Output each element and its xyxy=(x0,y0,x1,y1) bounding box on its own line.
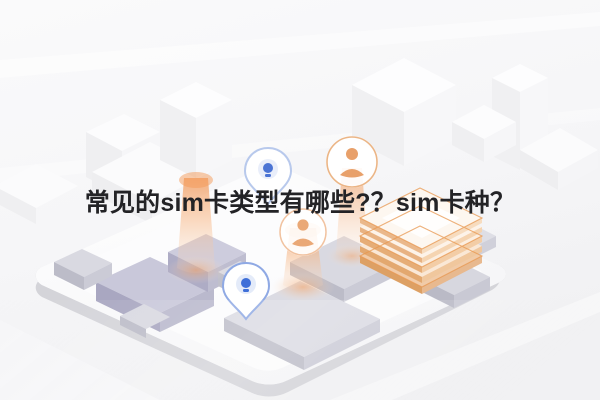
light-beam xyxy=(166,172,226,284)
map-pin xyxy=(243,146,293,206)
avatar-badge xyxy=(279,208,327,256)
page-title: 常见的sim卡类型有哪些?？sim卡种？ xyxy=(84,189,516,217)
foreground-haze xyxy=(0,300,600,400)
avatar-badges xyxy=(279,136,378,256)
map-pins xyxy=(221,146,293,321)
layer-stack xyxy=(358,187,484,294)
avatar-badge xyxy=(326,136,378,188)
city-block xyxy=(54,249,112,290)
